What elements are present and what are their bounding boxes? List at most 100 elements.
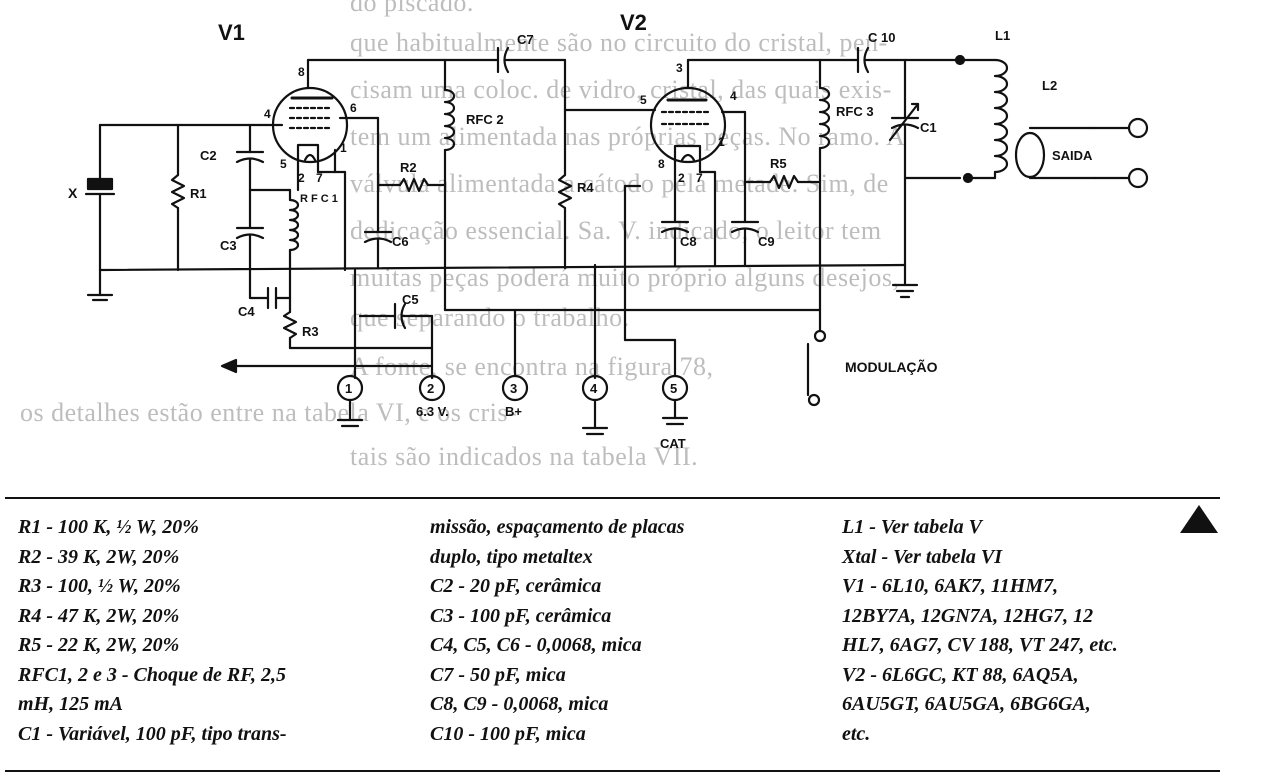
terminal-1 — [336, 374, 364, 428]
parts-line: duplo, tipo metaltex — [430, 545, 593, 568]
resistor-r5 — [743, 174, 822, 190]
parts-line: C8, C9 - 0,0068, mica — [430, 693, 609, 715]
v1-pin-label: 6 — [350, 101, 357, 115]
parts-line: missão, espaçamento de placas — [430, 516, 685, 538]
v1-pin-label: 1 — [340, 141, 347, 155]
capacitor-c10 — [818, 46, 957, 74]
tube-v1-label: V1 — [218, 20, 245, 45]
parts-column-2: missão, espaçamento de placas duplo, tip… — [430, 513, 684, 749]
parts-list: R1 - 100 K, ½ W, 20% R2 - 39 K, 2W, 20% … — [0, 505, 1282, 775]
capacitor-c9 — [730, 180, 760, 268]
c1-label: C1 — [920, 120, 937, 135]
v2-pin-label: 4 — [730, 89, 737, 103]
triangle-marker-icon — [1180, 505, 1218, 533]
capacitor-c2 — [235, 123, 292, 192]
parts-line: L1 - Ver tabela V — [842, 516, 982, 538]
background-line: tais são indicados na tabela VII. — [350, 442, 699, 471]
resistor-r3 — [282, 296, 434, 350]
v2-pin-label: 8 — [658, 157, 665, 171]
v2-pin-label: 7 — [696, 171, 703, 185]
r1-label: R1 — [190, 186, 207, 201]
r2-label: R2 — [400, 160, 417, 175]
rfc2-label: RFC 2 — [466, 112, 504, 127]
terminal-3 — [501, 374, 529, 402]
terminal-5 — [661, 374, 689, 426]
c2-label: C2 — [200, 148, 217, 163]
c7-label: C7 — [517, 32, 534, 47]
modulacao-label: MODULAÇÃO — [845, 358, 938, 375]
tube-v2-label: V2 — [620, 10, 647, 35]
terminal-2 — [418, 374, 446, 402]
terminal-2-label: 6.3 V. — [416, 404, 449, 419]
resistor-r1 — [170, 123, 186, 272]
parts-line: C3 - 100 pF, cerâmica — [430, 604, 612, 627]
background-line: do piscado. — [350, 0, 474, 17]
saida-label: SAIDA — [1052, 148, 1093, 163]
rfc1-label: R F C 1 — [300, 193, 338, 205]
rfc3-label: RFC 3 — [836, 104, 874, 119]
capacitor-c8 — [660, 208, 690, 268]
parts-line: 6AU5GT, 6AU5GA, 6BG6GA, — [842, 693, 1091, 715]
c9-label: C9 — [758, 234, 775, 249]
bottom-rule — [5, 770, 1220, 772]
terminal-3-label: B+ — [505, 404, 522, 419]
choke-rfc3 — [818, 58, 831, 332]
parts-line: mH, 125 mA — [18, 693, 124, 715]
parts-line: RFC1, 2 e 3 - Choque de RF, 2,5 — [18, 663, 286, 686]
background-line: que habitualmente são no circuito do cri… — [350, 28, 888, 57]
background-line: válvula alimentada a cátodo pela metade.… — [350, 169, 889, 198]
c8-label: C8 — [680, 234, 697, 249]
modulation-jack — [806, 329, 827, 407]
parts-line: HL7, 6AG7, CV 188, VT 247, etc. — [842, 634, 1118, 656]
capacitor-c3 — [235, 188, 265, 272]
terminal-number: 1 — [345, 381, 352, 396]
capacitor-c7 — [443, 46, 642, 112]
top-rule — [5, 497, 1220, 499]
terminal-number: 4 — [590, 381, 598, 396]
l2-label: L2 — [1042, 78, 1057, 93]
terminal-4 — [581, 374, 609, 436]
terminal-number: 3 — [510, 381, 517, 396]
transmitter-schematic: V1 V2 X R1 C2 C3 C4 R3 R F C 1 C6 R2 RFC… — [68, 10, 1149, 451]
r3-label: R3 — [302, 324, 319, 339]
parts-line: C7 - 50 pF, mica — [430, 663, 566, 686]
v1-pin-label: 4 — [264, 107, 271, 121]
tube-v1 — [258, 58, 349, 164]
c3-label: C3 — [220, 238, 237, 253]
c5-label: C5 — [402, 292, 419, 307]
parts-line: C10 - 100 pF, mica — [430, 722, 586, 745]
parts-column-3: L1 - Ver tabela V Xtal - Ver tabela VI V… — [842, 513, 1118, 749]
background-line: que separando o trabalho. — [350, 303, 630, 332]
r4-label: R4 — [577, 180, 594, 195]
v2-pin-label: 2 — [678, 171, 685, 185]
terminal-number: 5 — [670, 381, 677, 396]
parts-line: Xtal - Ver tabela VI — [842, 545, 1003, 568]
parts-line: R5 - 22 K, 2W, 20% — [18, 634, 180, 656]
v1-pin-label: 2 — [298, 171, 305, 185]
parts-line: R1 - 100 K, ½ W, 20% — [18, 516, 199, 538]
parts-line: R3 - 100, ½ W, 20% — [18, 575, 181, 597]
capacitor-c1-variable — [888, 58, 962, 299]
choke-rfc2 — [443, 58, 822, 312]
parts-line: C1 - Variável, 100 pF, tipo trans- — [18, 722, 287, 745]
resistor-r2 — [376, 177, 447, 193]
r5-label: R5 — [770, 156, 787, 171]
parts-column-1: R1 - 100 K, ½ W, 20% R2 - 39 K, 2W, 20% … — [18, 513, 287, 749]
parts-line: V1 - 6L10, 6AK7, 11HM7, — [842, 575, 1059, 597]
parts-line: etc. — [842, 722, 871, 745]
parts-line: C2 - 20 pF, cerâmica — [430, 575, 602, 597]
c4-label: C4 — [238, 304, 255, 319]
coil-l2 — [1014, 117, 1149, 189]
capacitor-c4 — [248, 268, 292, 310]
crystal-x — [84, 123, 116, 302]
terminal-5-label: CAT — [660, 436, 686, 451]
background-line: tem um alimentada nas próprias peças. No… — [350, 122, 906, 151]
parts-line: R2 - 39 K, 2W, 20% — [18, 545, 180, 568]
coil-l1 — [954, 54, 1009, 184]
v1-pin-label: 5 — [280, 157, 287, 171]
tube-v2 — [638, 58, 727, 164]
choke-rfc1 — [288, 188, 300, 300]
v2-pin-label: 1 — [718, 135, 725, 149]
c6-label: C6 — [392, 234, 409, 249]
resistor-r4 — [557, 108, 573, 270]
